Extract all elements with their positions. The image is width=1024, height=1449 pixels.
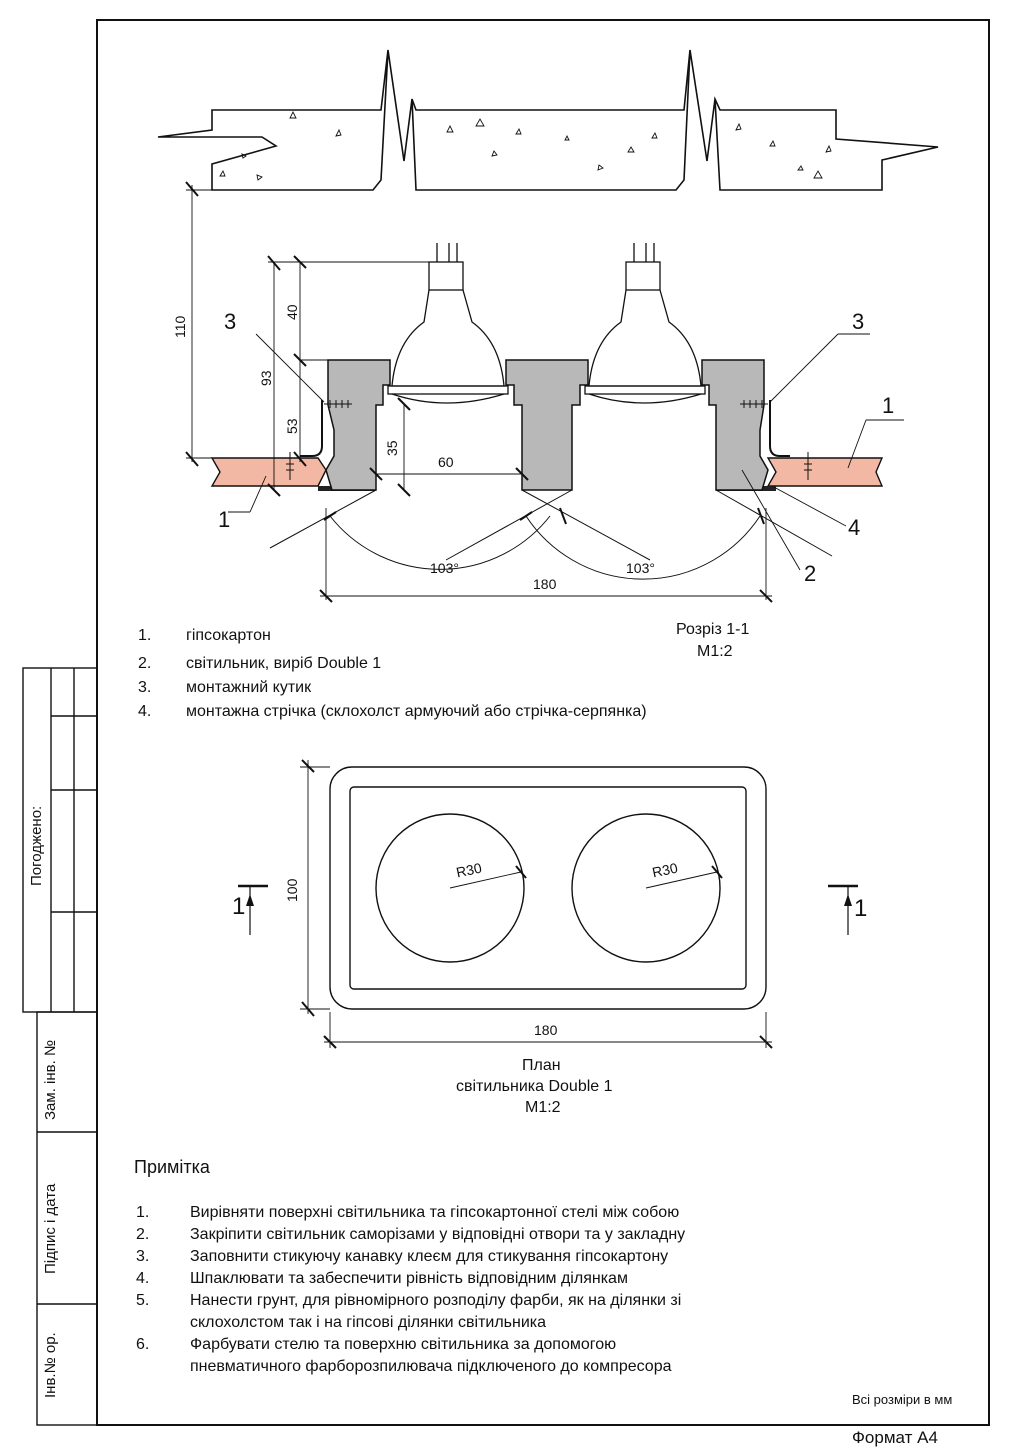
dim-35: 35 xyxy=(384,440,400,456)
plan-title: План xyxy=(522,1057,561,1074)
callout-4: 4 xyxy=(848,515,861,540)
plan-subtitle: світильника Double 1 xyxy=(456,1078,613,1095)
lamp-right xyxy=(584,243,706,404)
callout-3-left: 3 xyxy=(224,309,237,334)
fixture-body xyxy=(325,359,391,491)
mounting-angles xyxy=(300,400,790,457)
section-dimensions xyxy=(186,185,904,600)
lamp-left xyxy=(387,243,509,404)
section-scale: М1:2 xyxy=(697,643,733,660)
concrete-aggregate xyxy=(219,110,832,181)
sheet-format: Формат А4 xyxy=(852,1428,938,1447)
plan-view xyxy=(329,766,767,1010)
dim-103-left: 103° xyxy=(430,560,459,576)
side-label-sign-date: Підпис і дата xyxy=(42,1183,59,1274)
notes-heading: Примітка xyxy=(134,1157,210,1177)
dim-180-section: 180 xyxy=(533,576,557,592)
dim-100: 100 xyxy=(284,878,300,902)
dim-60: 60 xyxy=(438,454,454,470)
drywall-sheets xyxy=(210,457,884,487)
side-label-inv-orig: Інв.№ ор. xyxy=(42,1332,59,1398)
units-note: Всі розміри в мм xyxy=(852,1392,953,1407)
dim-103-right: 103° xyxy=(626,560,655,576)
concrete-slab xyxy=(157,49,939,191)
cut-label-right: 1 xyxy=(854,895,868,922)
callout-1-left: 1 xyxy=(218,507,231,532)
dim-110: 110 xyxy=(172,315,188,338)
section-title: Розріз 1-1 xyxy=(676,621,750,638)
side-label-agreed: Погоджено: xyxy=(28,805,45,886)
legend: 1.гіпсокартон 2.світильник, виріб Double… xyxy=(138,627,647,720)
side-label-zam-inv: Зам. інв. № xyxy=(42,1039,59,1120)
notes-list: 1.Вирівняти поверхні світильника та гіпс… xyxy=(136,1204,686,1375)
callout-1-right: 1 xyxy=(882,393,895,418)
plan-dimensions xyxy=(300,760,772,1048)
plan-scale: М1:2 xyxy=(525,1099,561,1116)
callout-3-right: 3 xyxy=(852,309,865,334)
dim-53: 53 xyxy=(284,418,300,434)
cut-label-left: 1 xyxy=(232,893,246,920)
section-cut-markers xyxy=(238,884,858,935)
beam-angle-arcs xyxy=(269,489,833,580)
dim-93: 93 xyxy=(258,370,274,386)
dim-180-plan: 180 xyxy=(534,1022,558,1038)
dimension-ticks xyxy=(185,181,773,603)
side-stamp-table xyxy=(22,667,98,1426)
dim-40: 40 xyxy=(284,304,300,320)
callout-2: 2 xyxy=(804,561,817,586)
